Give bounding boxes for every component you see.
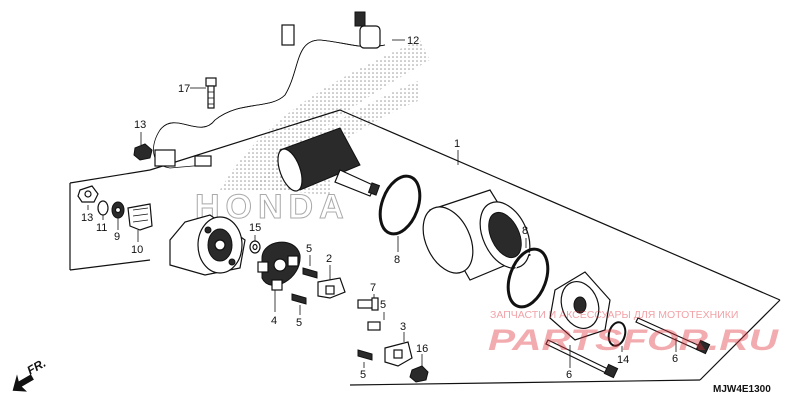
- callout-6-b: 6: [672, 353, 678, 365]
- o-ring-8-right: [506, 247, 550, 309]
- callout-16: 16: [416, 343, 428, 355]
- assembly-frame: [69, 109, 781, 386]
- front-direction-label: FR.: [25, 356, 49, 378]
- callout-8-left: 8: [394, 254, 400, 266]
- callout-10: 10: [131, 244, 143, 256]
- callout-5-d: 5: [360, 369, 366, 381]
- callout-13-upper: 13: [134, 119, 146, 131]
- callout-5-a: 5: [306, 243, 312, 255]
- callout-5-c: 5: [380, 299, 386, 311]
- wire-harness: [153, 11, 386, 169]
- shop-logo: PARTSFOR.RU: [488, 324, 780, 357]
- callout-12: 12: [407, 35, 419, 47]
- rear-cover: [549, 271, 611, 341]
- callout-11: 11: [96, 222, 107, 234]
- motor-case: [422, 189, 531, 281]
- nut-16: [409, 365, 429, 383]
- brush-3: [384, 341, 413, 367]
- bolt-17: [205, 77, 217, 109]
- callout-2: 2: [326, 253, 332, 265]
- o-ring-14: [607, 321, 627, 347]
- brush-2: [317, 277, 346, 299]
- callout-8-right: 8: [522, 225, 528, 237]
- callout-4: 4: [271, 315, 277, 327]
- callout-7: 7: [370, 282, 376, 294]
- long-bolts-6: [545, 317, 711, 379]
- callout-17: 17: [178, 83, 190, 95]
- brush-holder-4: [257, 241, 301, 291]
- front-housing: [169, 214, 246, 276]
- callout-1: 1: [454, 138, 460, 150]
- callout-9: 9: [114, 231, 120, 243]
- washer-15: [249, 240, 261, 254]
- diagram-code: MJW4E1300: [713, 384, 771, 395]
- callout-14: 14: [617, 354, 629, 366]
- terminal-parts-left: [77, 185, 153, 231]
- callout-3: 3: [400, 321, 406, 333]
- springs-5: [291, 267, 373, 361]
- callout-15: 15: [249, 222, 261, 234]
- screw-7: [357, 297, 381, 331]
- callout-6-a: 6: [566, 369, 572, 381]
- front-direction-arrow: FR.: [12, 356, 49, 392]
- callout-5-b: 5: [296, 317, 302, 329]
- nut-13-upper: [133, 143, 153, 161]
- callout-13-lower: 13: [81, 212, 93, 224]
- shop-caption: ЗАПЧАСТИ И АКСЕССУАРЫ ДЛЯ МОТОТЕХНИКИ: [490, 309, 738, 321]
- armature-1: [277, 127, 381, 197]
- leader-lines: [87, 39, 677, 368]
- callout-labels: 12 17 13 1 13 11 9 10 15 8 8 5 2 4 5 7 5…: [81, 35, 678, 381]
- o-ring-8-left: [378, 174, 422, 236]
